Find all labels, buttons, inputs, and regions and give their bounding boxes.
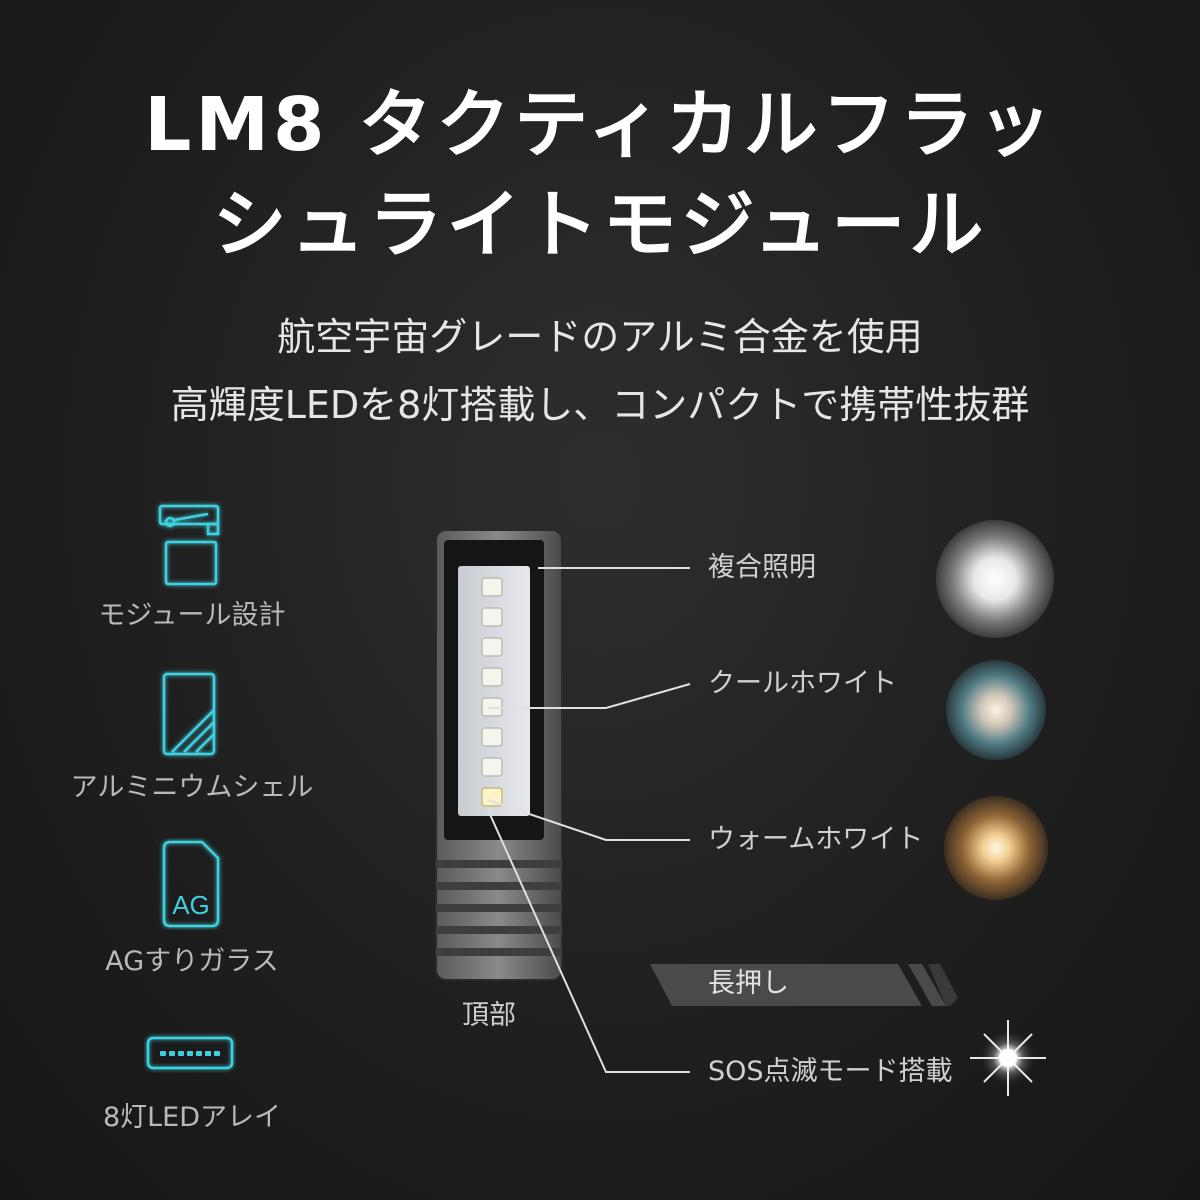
sos-flash-icon <box>970 1020 1046 1096</box>
feature-label-aluminum: アルミニウムシェル <box>70 772 314 803</box>
flashlight-module <box>435 529 563 981</box>
callout-label-warm-white: ウォームホワイト <box>708 824 924 855</box>
callout-line-cool <box>488 683 691 709</box>
callout-label-combined: 複合照明 <box>708 552 816 583</box>
device-bottom-label: 頂部 <box>462 1000 516 1031</box>
ag-glass-icon: AG <box>162 840 220 928</box>
long-press-banner <box>650 964 958 1006</box>
ag-icon-text: AG <box>172 890 210 920</box>
callout-label-sos: SOS点滅モード搭載 <box>708 1056 953 1087</box>
combined-light-glow <box>936 520 1054 638</box>
page-title-line2: シュライトモジュール <box>212 182 988 268</box>
aluminum-shell-icon <box>162 672 216 756</box>
feature-label-ag-glass: AGすりガラス <box>105 946 279 977</box>
long-press-label: 長押し <box>708 968 789 999</box>
module-icon <box>158 504 220 586</box>
subtitle-line1: 航空宇宙グレードのアルミ合金を使用 <box>277 315 923 359</box>
led-array-icon <box>146 1036 234 1070</box>
subtitle-line2: 高輝度LEDを8灯搭載し、コンパクトで携帯性抜群 <box>170 383 1030 427</box>
callout-line-warm <box>487 799 690 841</box>
callout-label-cool-white: クールホワイト <box>708 668 897 699</box>
warm-white-glow <box>944 796 1048 900</box>
feature-label-module: モジュール設計 <box>98 600 286 631</box>
cool-white-glow <box>946 660 1046 760</box>
feature-label-led-array: 8灯LEDアレイ <box>102 1102 282 1133</box>
page-title-line1: LM8 タクティカルフラッ <box>144 82 1056 168</box>
callout-line-sos <box>487 809 690 1073</box>
